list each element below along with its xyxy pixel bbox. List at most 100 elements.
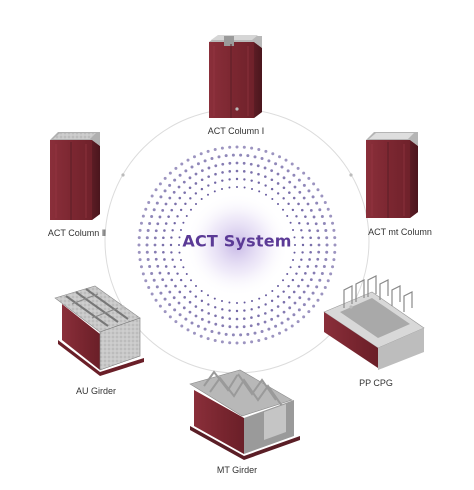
ring-dot: [276, 314, 280, 318]
ring-dot: [228, 301, 231, 304]
ring-dot: [270, 299, 274, 303]
ring-dot: [274, 162, 278, 166]
act-mt-column-illustration: [366, 132, 418, 218]
ring-dot: [294, 244, 296, 246]
ring-dot: [174, 166, 178, 170]
ring-dot: [231, 333, 235, 337]
ring-dot: [304, 215, 307, 218]
ring-dot: [260, 329, 264, 333]
ring-dot: [274, 324, 278, 328]
ring-dot: [271, 290, 274, 293]
ring-dot: [214, 181, 217, 184]
ring-dot: [282, 186, 286, 190]
ring-dot: [194, 192, 198, 195]
ring-dot: [199, 152, 203, 156]
ring-dot: [217, 331, 221, 335]
ring-dot: [158, 215, 162, 219]
ring-dot: [298, 222, 301, 225]
ring-dot: [170, 251, 173, 254]
ring-dot: [286, 215, 289, 217]
ring-dot: [276, 182, 280, 185]
ring-dot: [296, 320, 300, 324]
ring-dot: [163, 310, 167, 314]
ring-dot: [174, 202, 177, 206]
ring-dot: [312, 304, 316, 308]
ring-dot: [200, 290, 203, 293]
mt-girder-illustration: [189, 369, 300, 460]
ring-dot: [300, 278, 304, 282]
ring-dot: [176, 272, 179, 275]
ring-dot: [277, 202, 280, 205]
ring-dot: [228, 145, 232, 149]
ring-dot: [141, 214, 145, 218]
ring-dot: [178, 290, 182, 294]
ring-dot: [153, 236, 157, 240]
ring-dot: [282, 279, 285, 282]
ring-dot: [207, 193, 209, 196]
ring-dot: [270, 317, 274, 321]
ring-dot: [326, 207, 330, 211]
ring-dot: [214, 172, 217, 176]
ring-dot: [235, 341, 239, 345]
ring-dot: [301, 236, 304, 239]
ring-dot: [282, 300, 286, 304]
ring-dot: [196, 162, 200, 166]
ring-dot: [256, 164, 260, 168]
ring-dot: [288, 191, 291, 194]
ring-dot: [213, 297, 216, 300]
ring-dot: [250, 146, 254, 150]
ring-dot: [144, 279, 148, 283]
ring-dot: [194, 285, 197, 288]
ring-dot: [164, 202, 168, 206]
ring-dot: [221, 179, 224, 182]
ring-dot: [333, 236, 337, 240]
ring-dot: [194, 202, 197, 205]
ring-dot: [286, 169, 290, 173]
ring-dot: [242, 325, 246, 329]
ring-dot: [270, 308, 274, 312]
ring-dot: [320, 215, 324, 218]
ring-dot: [207, 175, 210, 178]
ring-dot: [308, 229, 311, 232]
ring-dot: [207, 294, 209, 297]
ring-dot: [302, 183, 306, 187]
ring-dot: [333, 250, 337, 254]
ring-dot: [322, 265, 326, 269]
ring-dot: [228, 325, 232, 329]
ring-dot: [315, 201, 319, 205]
ring-dot: [235, 161, 239, 165]
ring-dot: [221, 308, 224, 311]
ring-dot: [228, 341, 232, 345]
ring-dot: [137, 236, 141, 240]
ring-dot: [224, 154, 228, 158]
ring-dot: [162, 236, 165, 240]
ring-dot: [173, 308, 177, 312]
ring-dot: [271, 197, 274, 200]
label-act-column-2: ACT Column Ⅱ: [47, 228, 107, 238]
ring-dot: [214, 314, 217, 318]
ring-dot: [189, 208, 192, 211]
ring-dot: [270, 178, 274, 182]
ring-dot: [174, 284, 177, 288]
ring-dot: [228, 309, 231, 312]
ring-dot: [332, 258, 336, 262]
ring-dot: [182, 306, 186, 310]
ring-dot: [329, 214, 333, 218]
ring-dot: [250, 340, 254, 344]
ring-dot: [152, 208, 156, 212]
ring-dot: [189, 290, 192, 293]
ring-dot: [257, 181, 260, 184]
ring-dot: [178, 244, 180, 246]
ring-dot: [169, 243, 173, 247]
ring-dot: [251, 300, 254, 303]
ring-dot: [206, 337, 210, 341]
ring-dot: [179, 259, 182, 262]
ring-dot: [163, 176, 167, 180]
ring-dot: [184, 284, 187, 288]
ring-dot: [258, 190, 261, 193]
ring-dot: [290, 162, 294, 166]
ring-dot: [298, 296, 302, 300]
ring-dot: [196, 324, 200, 328]
ring-dot: [307, 310, 311, 314]
ring-dot: [257, 314, 260, 318]
